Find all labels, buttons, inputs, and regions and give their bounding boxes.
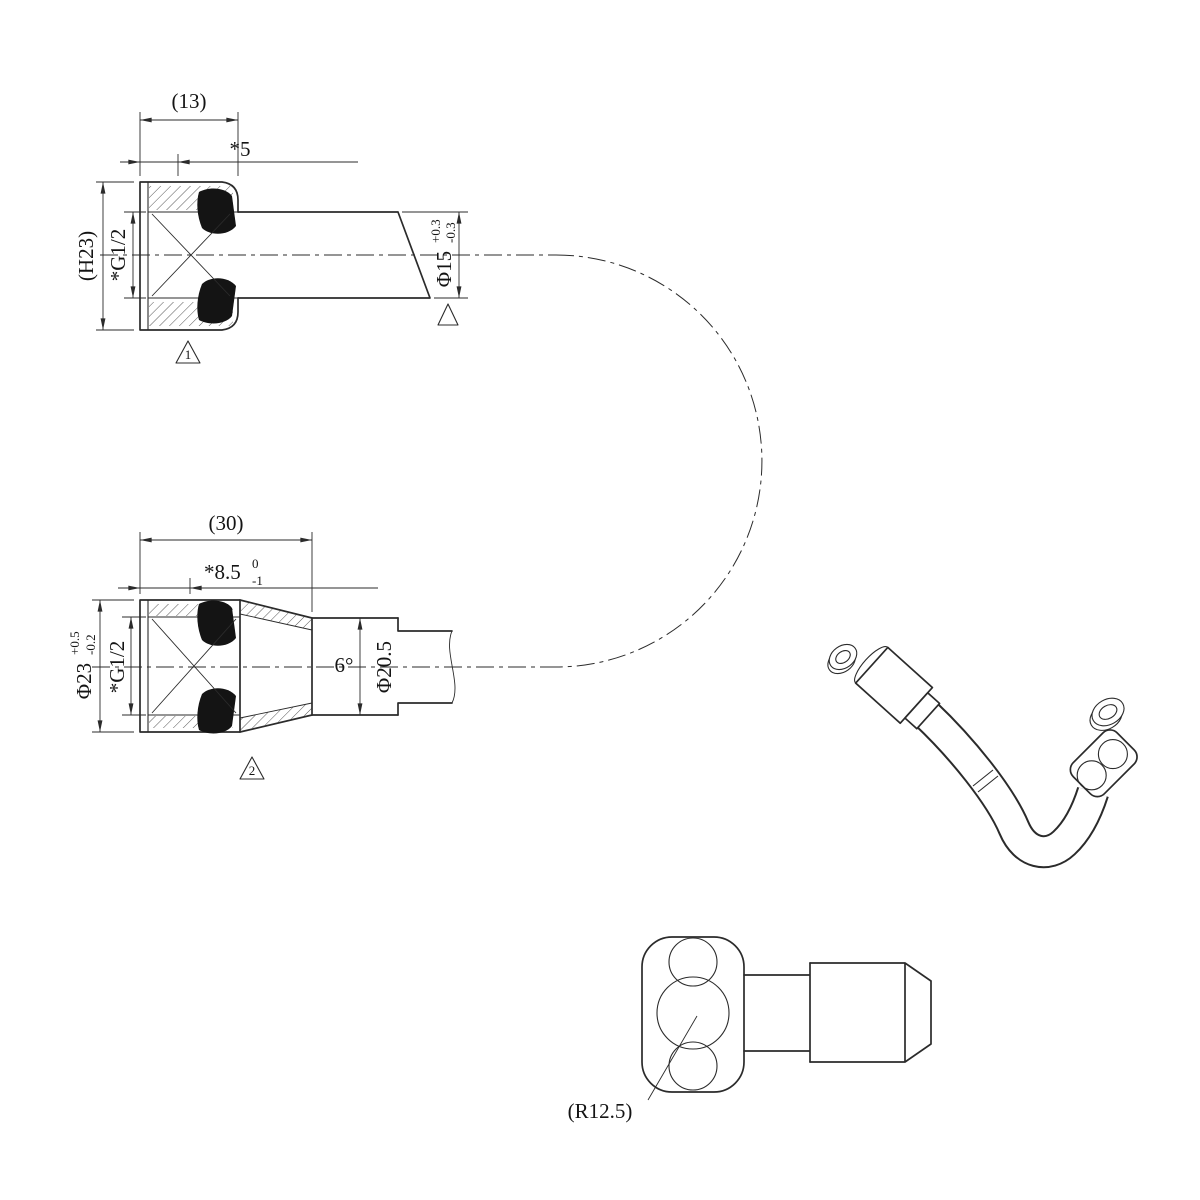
- flag-connector-nut-number: 1: [185, 347, 192, 362]
- dim-tube-tol-upper: +0.3: [428, 219, 443, 243]
- dim-thread-2-label-rot: *G1/2: [105, 641, 129, 694]
- dim-bore-dia: Φ20.5: [357, 618, 396, 715]
- dim-length-ref: (30): [139, 511, 313, 612]
- flag-cone-nut: 2: [239, 756, 265, 780]
- elbow-outlet-outline: [809, 962, 932, 1063]
- washer-large: [1089, 697, 1125, 731]
- dim-tube-tol-lower: -0.3: [443, 222, 458, 243]
- elbow-port-top: [668, 937, 718, 987]
- cone-cylinder-outline: [311, 617, 399, 716]
- dim-thread-depth-tol-lower: -1: [252, 573, 263, 588]
- dim-outer-label-rot: Φ23 +0.5 -0.2: [67, 631, 98, 699]
- cone-nut-outline: [139, 599, 241, 733]
- cone-gasket-top: [197, 600, 236, 646]
- dim-thread: *G1/2: [106, 211, 146, 299]
- cone-bore-cross-lines: [151, 618, 237, 714]
- dim-thread-label-rot: *G1/2: [106, 229, 130, 282]
- dim-width-label: (13): [172, 89, 207, 113]
- dim-thread-depth: *8.5 0 -1: [118, 556, 378, 594]
- dim-seat-depth: *5: [120, 137, 358, 176]
- dim-thread-2: *G1/2: [105, 616, 146, 716]
- hose-connector-fitting: [854, 646, 941, 730]
- dim-thread-2-label: *G1/2: [105, 641, 129, 694]
- hose-body-fill: [915, 702, 1107, 867]
- washer-large-inner: [1098, 704, 1118, 720]
- hose-elbow-nut-hole-lower: [1076, 760, 1107, 791]
- flag-cone-nut-triangle: [239, 756, 265, 780]
- cone-taper-hatch-bottom: [240, 703, 312, 731]
- hose-assembly: [827, 643, 1138, 869]
- dim-seat-label: *5: [230, 137, 251, 161]
- washer-small: [827, 643, 858, 675]
- dim-height-label: (H23): [74, 231, 98, 281]
- flag-connector-nut-triangle: [175, 340, 201, 364]
- dim-taper-angle-label: 6°: [335, 653, 354, 677]
- cone-taper-outline: [239, 599, 313, 733]
- cone-gasket-bottom: [197, 688, 236, 734]
- flag-connector-tube: [437, 303, 459, 326]
- dim-thread-2-ext-lines: [122, 616, 146, 716]
- flag-connector-nut: 1: [175, 340, 201, 364]
- view-cone-section: (30) *8.5 0 -1 Φ23 +0.5 -0.2: [67, 511, 556, 780]
- dim-outer-label: Φ23: [72, 663, 96, 699]
- radius-leader-line: [647, 1015, 698, 1101]
- dim-thread-depth-label: *8.5: [204, 560, 241, 584]
- dim-outer-tol-upper: +0.5: [67, 631, 82, 655]
- connector-nut-outline: [139, 181, 239, 331]
- dim-taper-angle: 6°: [335, 653, 354, 677]
- flag-cone-nut-number: 2: [249, 763, 256, 778]
- dim-length-label: (30): [209, 511, 244, 535]
- cone-tube-outline: [397, 617, 453, 716]
- hose-elbow-nut-hole-upper: [1097, 739, 1128, 770]
- dim-tube-label-rot: Φ15 +0.3 -0.3: [428, 219, 458, 287]
- connector-gasket-bottom: [197, 278, 236, 324]
- elbow-port-center: [656, 976, 730, 1050]
- view-elbow-detail: (R12.5): [568, 936, 932, 1123]
- hose-connector-neck: [904, 691, 941, 730]
- cone-part: [92, 599, 556, 734]
- dim-bore-label-rot: Φ20.5: [372, 641, 396, 693]
- connector-part: [100, 181, 556, 331]
- assembly-centerline-arc: [555, 254, 763, 668]
- dim-tube-dia: Φ15 +0.3 -0.3: [402, 211, 468, 299]
- connector-dimensions: (13) *5 (H23) *G1/2: [74, 89, 468, 364]
- dim-thread-depth-tol-upper: 0: [252, 556, 259, 571]
- radius-label: (R12.5): [568, 1099, 633, 1123]
- washer-large-outer: [1091, 697, 1125, 727]
- flag-connector-tube-triangle: [437, 303, 459, 326]
- dim-tube-label: Φ15: [432, 251, 456, 287]
- hose-clamp-lines: [972, 769, 999, 793]
- dim-bore-label: Φ20.5: [372, 641, 396, 693]
- elbow-body: [641, 936, 745, 1093]
- dim-outer-tol-lower: -0.2: [83, 634, 98, 655]
- dim-height-label-rot: (H23): [74, 231, 98, 281]
- dim-height-ref: (H23): [74, 181, 134, 331]
- dim-thread-label: *G1/2: [106, 229, 130, 282]
- hose-elbow-nut: [1069, 729, 1138, 798]
- view-connector-section: (13) *5 (H23) *G1/2: [74, 89, 556, 364]
- cone-taper-inner-lines: [239, 613, 313, 719]
- cone-dimensions: (30) *8.5 0 -1 Φ23 +0.5 -0.2: [67, 511, 396, 780]
- washer-small-inner: [835, 649, 851, 665]
- connector-gasket-top: [197, 188, 236, 234]
- dim-width-ref: (13): [139, 89, 239, 176]
- washer-small-outer: [828, 643, 858, 671]
- elbow-port-bottom: [668, 1041, 718, 1091]
- dim-outer-dia: Φ23 +0.5 -0.2: [67, 599, 134, 733]
- elbow-neck-outline: [743, 962, 811, 1063]
- dim-width-ext-lines: [139, 112, 239, 176]
- cone-taper-hatch-top: [240, 601, 312, 630]
